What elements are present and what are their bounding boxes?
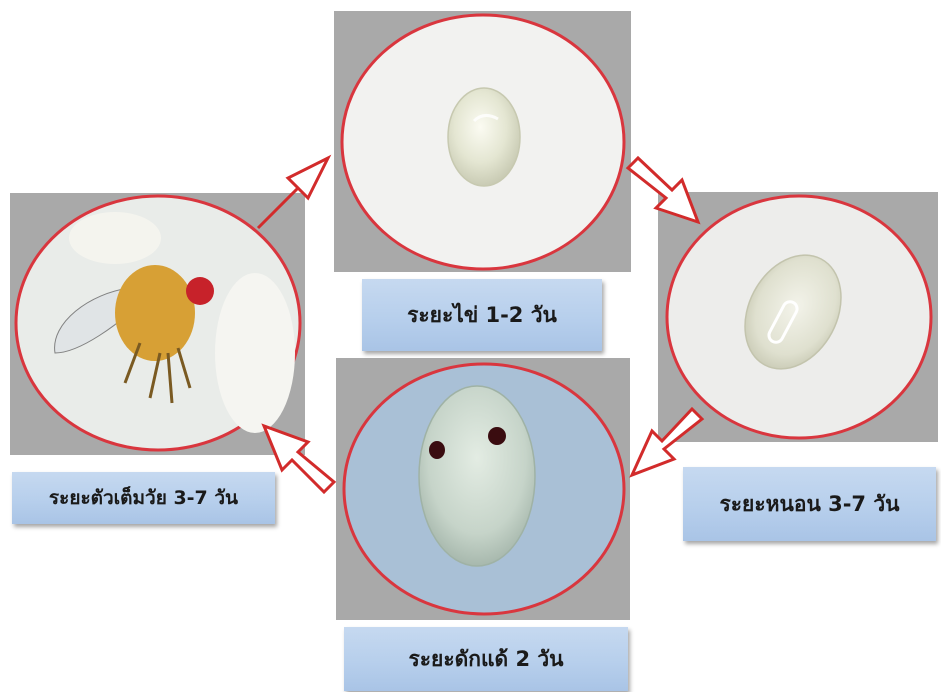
pupa-shape <box>419 386 535 566</box>
larva-stage-label: ระยะหนอน 3-7 วัน <box>683 467 936 541</box>
adult-body <box>115 265 195 361</box>
arrow-egg-to-larva <box>620 150 710 235</box>
pupa-eye-right <box>488 427 506 445</box>
arrow-adult-to-egg <box>240 148 340 238</box>
pupa-stage-photo <box>336 358 630 620</box>
adult-stage-label: ระยะตัวเต็มวัย 3-7 วัน <box>12 472 275 524</box>
egg-stage-photo <box>334 11 631 272</box>
pupa-stage-label: ระยะดักแด้ 2 วัน <box>344 627 628 691</box>
adult-eye <box>186 277 214 305</box>
egg-stage-label: ระยะไข่ 1-2 วัน <box>362 279 602 351</box>
pupa-eye-left <box>429 441 445 459</box>
egg-shape <box>448 88 520 186</box>
